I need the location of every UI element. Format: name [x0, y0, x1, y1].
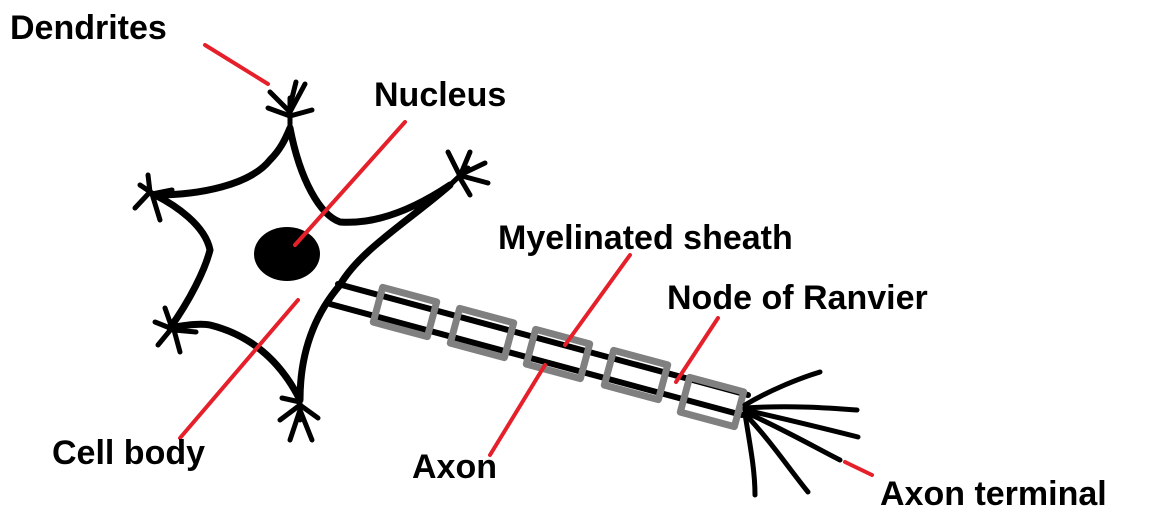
- label-dendrites: Dendrites: [10, 9, 167, 47]
- leader-dendrites: [205, 45, 268, 84]
- nucleus: [254, 227, 320, 281]
- label-myelinated-sheath: Myelinated sheath: [498, 219, 793, 257]
- dendrite-upper-right: [448, 152, 488, 195]
- leader-axon-terminal: [845, 462, 872, 475]
- dendrite-top: [268, 82, 312, 128]
- myelin-segment: [604, 350, 667, 399]
- leader-axon: [490, 365, 545, 455]
- myelin-segment: [526, 329, 589, 378]
- leader-node-of-ranvier: [676, 318, 718, 382]
- dendrite-bottom: [280, 398, 318, 440]
- label-axon: Axon: [412, 448, 497, 486]
- label-axon-terminal: Axon terminal: [880, 475, 1107, 512]
- leader-myelinated-sheath: [565, 255, 630, 345]
- label-nucleus: Nucleus: [374, 76, 506, 114]
- label-cell-body: Cell body: [52, 434, 205, 472]
- myelin-segment: [373, 287, 436, 336]
- label-node-of-ranvier: Node of Ranvier: [667, 279, 928, 317]
- axon-terminal-branches: [745, 372, 858, 495]
- myelin-segment: [450, 308, 513, 357]
